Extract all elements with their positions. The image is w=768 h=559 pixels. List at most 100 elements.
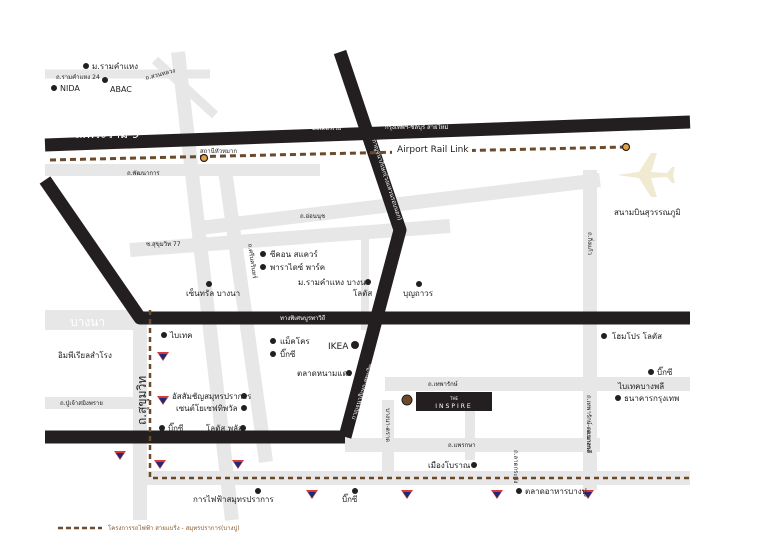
skytrain-stations <box>114 352 594 499</box>
location-dot-icon <box>102 77 108 83</box>
label-bangna-bangpakong: บางนา-ตราด <box>384 408 391 442</box>
project-location-dot <box>401 394 413 406</box>
label-thepharak: ถ.เทพารักษ์ <box>428 380 458 388</box>
location-dot-icon <box>365 279 371 285</box>
label-sukhumvit77: ซ.สุขุมวิท 77 <box>146 241 181 248</box>
place-seacon-square: ซีคอน สแควร์ <box>270 249 318 259</box>
station-marker-icon <box>199 153 209 163</box>
skytrain-station-icon <box>157 352 169 361</box>
places: ม.รามคำแหง NIDA ABAC สนามบินสุวรรณภูมิ ซ… <box>51 62 681 504</box>
label-srinakarin: ถ.ศรีนครินทร์ <box>246 243 259 280</box>
place-bigc-mid: บิ๊กซี <box>280 348 296 359</box>
road-kanchanaphisek <box>333 49 407 439</box>
label-theparak-side: ถ.เทพารักษ์-ตอนกลาง <box>585 395 593 452</box>
place-bigc-bottom: บิ๊กซี <box>342 493 358 504</box>
location-dot-icon <box>351 341 359 349</box>
place-lotus-top: โลตัส <box>353 288 372 298</box>
label-krungthep-chonburi: กรุงเทพฯ-ชลบุรี สายใหม่ <box>385 123 448 131</box>
place-bigc-bottom-left: บิ๊กซี <box>168 422 184 433</box>
label-pu-chao: ถ.ปู่เจ้าสมิงพราย <box>60 400 103 407</box>
place-ikea: IKEA <box>328 342 349 352</box>
location-dot-icon <box>240 425 246 431</box>
skytrain-route <box>148 310 690 480</box>
place-home-pro: โฮมโปร โลตัส <box>612 331 662 341</box>
label-bangna: บางนา <box>70 315 105 329</box>
label-phraeksa: ถ.แพรกษา <box>448 442 476 449</box>
skytrain-station-icon <box>491 490 503 499</box>
label-phatthanakan: ถ.พัฒนาการ <box>127 170 160 177</box>
road-onnut <box>199 173 601 235</box>
place-muang-boran: เมืองโบราณ <box>428 460 471 470</box>
location-dot-icon <box>346 370 352 376</box>
place-bunnawat: บุญถาวร <box>403 289 434 298</box>
location-dot-icon <box>648 369 654 375</box>
rail-label-bg <box>392 141 472 155</box>
label-ramkhamhaeng24: ถ.รามคำแหง 24 <box>56 74 100 81</box>
skytrain-line <box>148 310 690 480</box>
location-dot-icon <box>51 85 57 91</box>
label-rama9: ถ.พระราม 9 <box>75 127 139 141</box>
project-brand-top: THE <box>449 396 458 401</box>
place-talat-bangpu: ตลาดอาหารบางปู <box>525 487 587 497</box>
skytrain-station-icon <box>232 460 244 469</box>
place-abac: ABAC <box>110 85 132 94</box>
location-dot-icon <box>601 333 607 339</box>
place-nida: NIDA <box>60 84 80 93</box>
minor-roads <box>45 51 690 521</box>
location-dot-icon <box>615 395 621 401</box>
place-krungthep-bank: ธนาคารกรุงเทพ <box>624 394 679 403</box>
place-makro: แม็คโคร <box>280 336 310 346</box>
place-ramkhamhaeng-bangna: ม.รามคำแหง บางนา <box>298 278 370 287</box>
place-paradise-park: พาราไดซ์ พาร์ค <box>270 262 325 272</box>
location-dot-icon <box>471 462 477 468</box>
label-bangna-expressway: ทางพิเศษบูรพาวิถี <box>280 314 326 322</box>
legend-label: โครงการรถไฟฟ้า สายแบริ่ง - สมุทรปราการ(บ… <box>108 524 240 532</box>
place-imperial: อิมพีเรียลสำโรง <box>58 350 112 360</box>
location-dot-icon <box>206 281 212 287</box>
airport-rail-link: Airport Rail Link สถานีหัวหมาก <box>49 141 631 163</box>
place-sainam: เซนต์โยเซฟทิพวัล <box>176 403 238 413</box>
place-central-bangna: เซ็นทรัล บางนา <box>186 288 240 298</box>
place-talat-nongmon: ตลาดหนามแดง <box>297 369 352 378</box>
label-motorway: มอเตอร์เวย์ <box>312 124 341 132</box>
place-bigc-right: บิ๊กซี <box>657 366 673 377</box>
place-bitec: ไบเทค <box>169 331 192 340</box>
airplane-icon <box>617 153 675 197</box>
skytrain-station-icon <box>306 490 318 499</box>
label-bangplee: ถ.บางพลี <box>585 430 593 454</box>
place-electric-authority: การไฟฟ้าสมุทรปราการ <box>193 495 274 504</box>
location-dot-icon <box>255 488 261 494</box>
location-dot-icon <box>241 405 247 411</box>
road-north-vertical <box>171 51 239 521</box>
label-sukhumvit: ถ.สุขุมวิท <box>135 376 150 425</box>
location-dot-icon <box>270 338 276 344</box>
project-marker: THE INSPIRE <box>401 392 492 411</box>
place-airport: สนามบินสุวรรณภูมิ <box>614 208 681 218</box>
label-airport-rail-link: Airport Rail Link <box>397 145 469 155</box>
skytrain-station-icon <box>401 490 413 499</box>
label-lat-krabang: ถ.ลาดกระบัง <box>512 450 519 483</box>
place-ramkhamhaeng-uni: ม.รามคำแหง <box>92 62 138 71</box>
location-dot-icon <box>516 488 522 494</box>
road-bangna-expressway <box>39 176 690 325</box>
place-lotus-plus: โลตัส พลัส <box>206 423 243 433</box>
major-roads <box>39 49 691 444</box>
project-label-box <box>416 392 492 411</box>
location-dot-icon <box>352 488 358 494</box>
skytrain-station-icon <box>114 451 126 460</box>
place-assumption: อัสสัมชัญสมุทรปราการ <box>172 392 252 401</box>
location-dot-icon <box>159 425 165 431</box>
legend: โครงการรถไฟฟ้า สายแบริ่ง - สมุทรปราการ(บ… <box>58 524 240 532</box>
station-marker-icon <box>621 142 631 152</box>
place-bangplee-city: ไบเทคบางพลี <box>617 382 664 391</box>
location-dot-icon <box>260 251 266 257</box>
location-dot-icon <box>161 332 167 338</box>
project-brand: INSPIRE <box>435 403 472 410</box>
label-onnut: ถ.อ่อนนุช <box>300 213 325 220</box>
location-dot-icon <box>241 393 247 399</box>
location-dot-icon <box>416 281 422 287</box>
location-dot-icon <box>83 63 89 69</box>
skytrain-station-icon <box>582 490 594 499</box>
label-kingkaew: ถ.กิ่งแก้ว <box>586 232 594 255</box>
